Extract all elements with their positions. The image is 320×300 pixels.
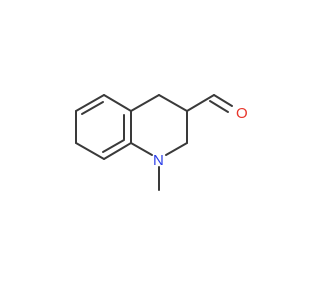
bond-c6-c7 bbox=[75, 142, 105, 160]
bond-c2-n1 bbox=[165, 142, 188, 156]
molecule-structure: O N bbox=[75, 94, 248, 191]
oxygen-atom-label: O bbox=[236, 105, 248, 122]
bond-c4-c3 bbox=[158, 94, 188, 112]
benzene-ring bbox=[75, 94, 132, 160]
bond-cho-oxygen-2 bbox=[209, 100, 229, 113]
bond-c4a-c5 bbox=[75, 94, 105, 112]
bond-c3-cho bbox=[186, 94, 215, 112]
bond-c4a-c4 bbox=[130, 94, 160, 112]
aromatic-inner-bond-2 bbox=[102, 139, 125, 153]
bond-cho-oxygen-1 bbox=[213, 94, 233, 107]
bond-c8a-c4a bbox=[103, 94, 132, 112]
aromatic-inner-bond-1 bbox=[81, 101, 104, 115]
nitrogen-atom-label: N bbox=[153, 152, 164, 169]
bond-n1-c8a bbox=[130, 142, 153, 156]
saturated-ring bbox=[130, 94, 188, 156]
bond-c7-c8 bbox=[103, 142, 132, 160]
aldehyde-group bbox=[186, 94, 233, 113]
